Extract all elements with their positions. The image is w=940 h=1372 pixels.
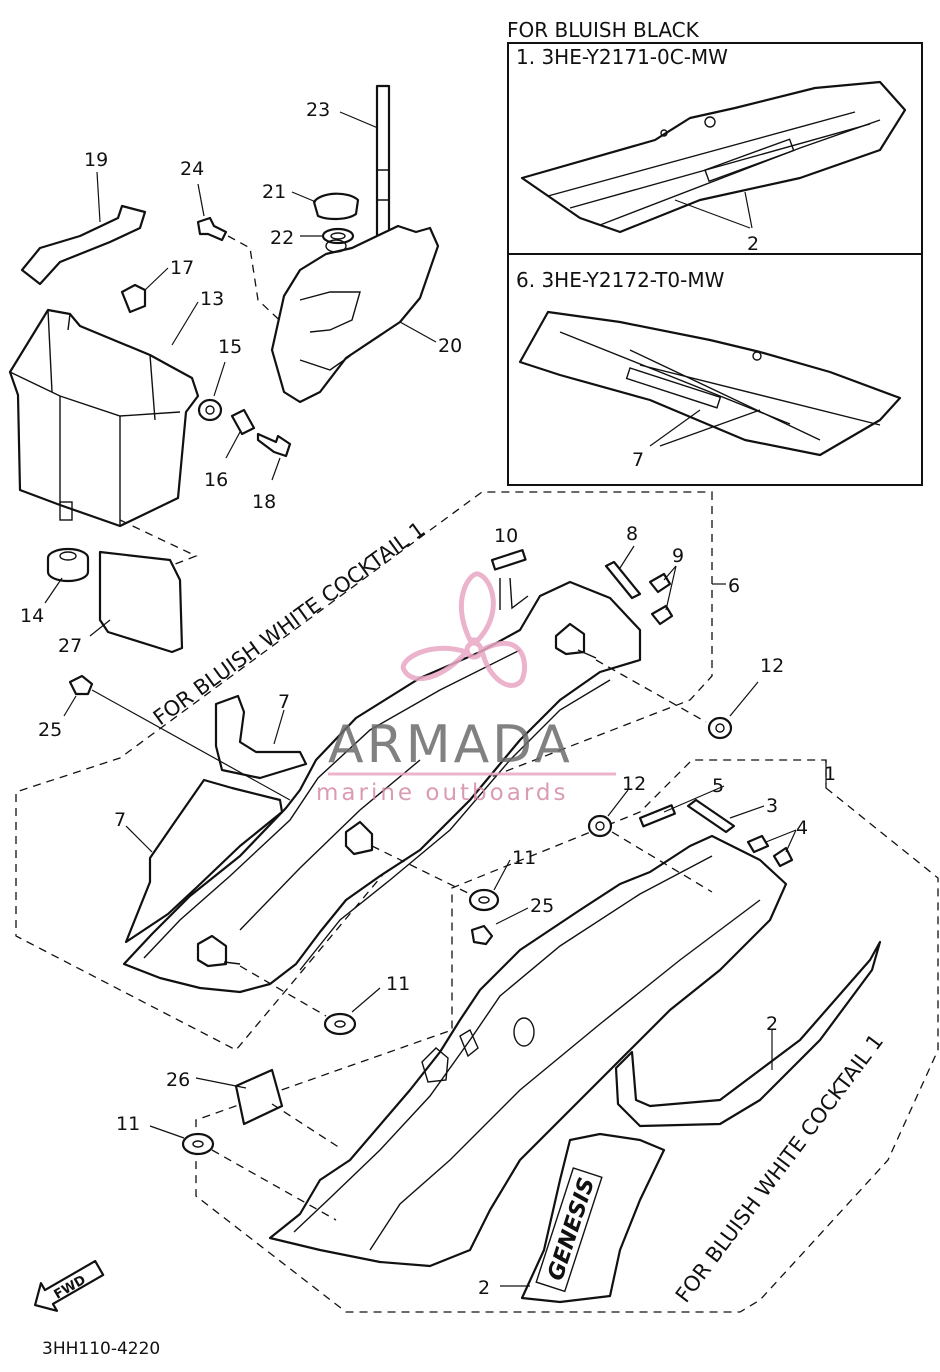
inset-part-6-label: 6. 3HE-Y2172-T0-MW: [516, 268, 725, 292]
clip-4a: [746, 834, 770, 854]
callout-9: 9: [672, 545, 684, 567]
callout-17: 17: [170, 257, 194, 279]
decal-2-lower: [520, 1132, 666, 1304]
side-cover-1: [268, 834, 788, 1268]
genesis-decal-panel: [535, 1167, 603, 1293]
callout-25-lower: 25: [530, 895, 554, 917]
inset-header: FOR BLUISH BLACK: [507, 18, 700, 42]
clip-4b: [772, 846, 794, 868]
emblem-5: [638, 804, 676, 828]
callout-11-bottom: 11: [116, 1113, 140, 1135]
watermark-subtitle: marine outboards: [316, 780, 568, 806]
callout-20: 20: [438, 335, 462, 357]
seal-26: [234, 1068, 284, 1126]
reservoir-tank-20: [270, 224, 440, 404]
callout-22: 22: [270, 227, 294, 249]
callout-13: 13: [200, 288, 224, 310]
callout-12-upper: 12: [760, 655, 784, 677]
bolt-25-lower: [470, 924, 494, 946]
decal-7-left: [124, 778, 284, 944]
decal-7-upper: [214, 694, 308, 780]
callout-2-lower: 2: [478, 1277, 490, 1299]
inset-bluish-black: FOR BLUISH BLACK 1. 3HE-Y2171-0C-MW 6. 3…: [507, 18, 923, 486]
battery-case-13: [8, 308, 200, 528]
gasket-22: [321, 227, 355, 245]
callout-14: 14: [20, 605, 44, 627]
callout-6: 6: [728, 575, 740, 597]
mount-bracket-mid: [344, 820, 374, 856]
inset-callout-2: 2: [747, 233, 759, 255]
grommet-11-bottom: [181, 1132, 215, 1156]
inset-frame: [507, 42, 923, 486]
pad-27: [98, 550, 184, 654]
callout-25-upper: 25: [38, 719, 62, 741]
callout-7-upper: 7: [278, 691, 290, 713]
screw-24: [196, 216, 228, 242]
bolt-18: [256, 432, 292, 458]
grommet-12-lower: [587, 814, 613, 838]
callout-18: 18: [252, 491, 276, 513]
side-cover-1-assembly: GENESIS: [149, 785, 882, 1304]
inset-callout-7: 7: [632, 449, 644, 471]
forward-arrow: FWD: [33, 1259, 105, 1312]
battery-box-assembly: [8, 171, 292, 654]
armada-watermark: ARMADA marine outboards: [316, 571, 616, 806]
clip-9b: [650, 604, 674, 626]
grommet-11-lower: [323, 1012, 357, 1036]
collar-16: [230, 408, 256, 436]
battery-band-19: [20, 204, 147, 286]
callout-8: 8: [626, 523, 638, 545]
damper-14: [46, 547, 90, 583]
inset-side-cover-1: [520, 80, 907, 234]
grommet-12-upper: [707, 716, 733, 740]
callout-26: 26: [166, 1069, 190, 1091]
callout-21: 21: [262, 181, 286, 203]
callout-5: 5: [712, 775, 724, 797]
callout-12-lower: 12: [622, 773, 646, 795]
callout-16: 16: [204, 469, 228, 491]
callout-3: 3: [766, 795, 778, 817]
grommet-11-mid: [468, 888, 500, 912]
callout-24: 24: [180, 158, 204, 180]
group-6-outline: [15, 491, 713, 1051]
callout-4: 4: [796, 817, 808, 839]
callout-1: 1: [824, 763, 836, 785]
bolt-25-upper: [68, 674, 94, 696]
callout-10: 10: [494, 525, 518, 547]
mount-bracket-lower: [196, 934, 228, 968]
decal-2-right: [614, 940, 882, 1128]
reservoir-tank-assembly: [196, 84, 440, 404]
cap-21: [312, 192, 360, 221]
emblem-3: [686, 798, 736, 834]
damper-15: [197, 398, 223, 422]
propeller-logo-icon: [400, 571, 528, 688]
callout-15: 15: [218, 336, 242, 358]
callout-7-left: 7: [114, 809, 126, 831]
emblem-8: [604, 560, 642, 600]
inset-side-cover-6: [518, 310, 902, 457]
emblem-10: [490, 549, 527, 571]
watermark-title: ARMADA: [328, 715, 573, 775]
hose-23: [375, 84, 391, 238]
callout-23: 23: [306, 99, 330, 121]
callout-2-right: 2: [766, 1013, 778, 1035]
callout-19: 19: [84, 149, 108, 171]
drawing-number: 3HH110-4220: [42, 1339, 160, 1359]
inset-part-1-label: 1. 3HE-Y2171-0C-MW: [516, 45, 728, 69]
callout-11-lower: 11: [386, 973, 410, 995]
group-1-outline: [195, 759, 939, 1313]
bracket-17: [120, 283, 147, 314]
callout-27: 27: [58, 635, 82, 657]
callout-11-mid: 11: [512, 847, 536, 869]
